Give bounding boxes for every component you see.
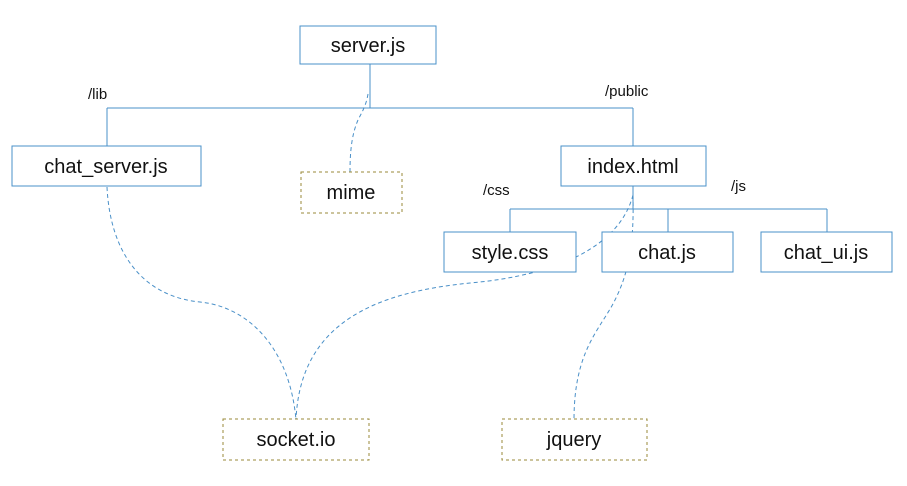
path-label-css: /css [483,182,510,199]
node-index[interactable]: index.html [560,145,707,187]
dep-index-jquery [573,194,634,421]
node-label: server.js [331,35,405,57]
node-label: chat_server.js [44,156,167,178]
node-box [501,418,648,461]
node-mime[interactable]: mime [300,171,403,214]
dep-chat-server-socket [106,186,297,421]
path-label-js: /js [731,178,746,195]
node-label: style.css [472,242,549,264]
node-box [560,145,707,187]
node-label: mime [327,182,376,204]
node-chat-server[interactable]: chat_server.js [11,145,202,187]
dep-server-mime [349,93,369,173]
tree-connectors [106,64,828,232]
node-socket[interactable]: socket.io [222,418,370,461]
node-label: index.html [587,156,678,178]
node-jquery[interactable]: jquery [501,418,648,461]
node-label: socket.io [257,429,336,451]
node-label: chat_ui.js [784,242,869,264]
dep-index-socket [295,194,634,421]
node-box [601,231,734,273]
node-box [11,145,202,187]
node-label: jquery [546,429,601,451]
node-label: chat.js [638,242,696,264]
node-box [299,25,437,65]
node-server[interactable]: server.js [299,25,437,65]
node-box [300,171,403,214]
path-labels: /lib /public /css /js [88,83,746,199]
node-chat[interactable]: chat.js [601,231,734,273]
path-label-public: /public [605,83,649,100]
node-box [760,231,893,273]
node-style[interactable]: style.css [443,231,577,273]
node-box [222,418,370,461]
node-box [443,231,577,273]
path-label-lib: /lib [88,86,107,103]
node-chat-ui[interactable]: chat_ui.js [760,231,893,273]
